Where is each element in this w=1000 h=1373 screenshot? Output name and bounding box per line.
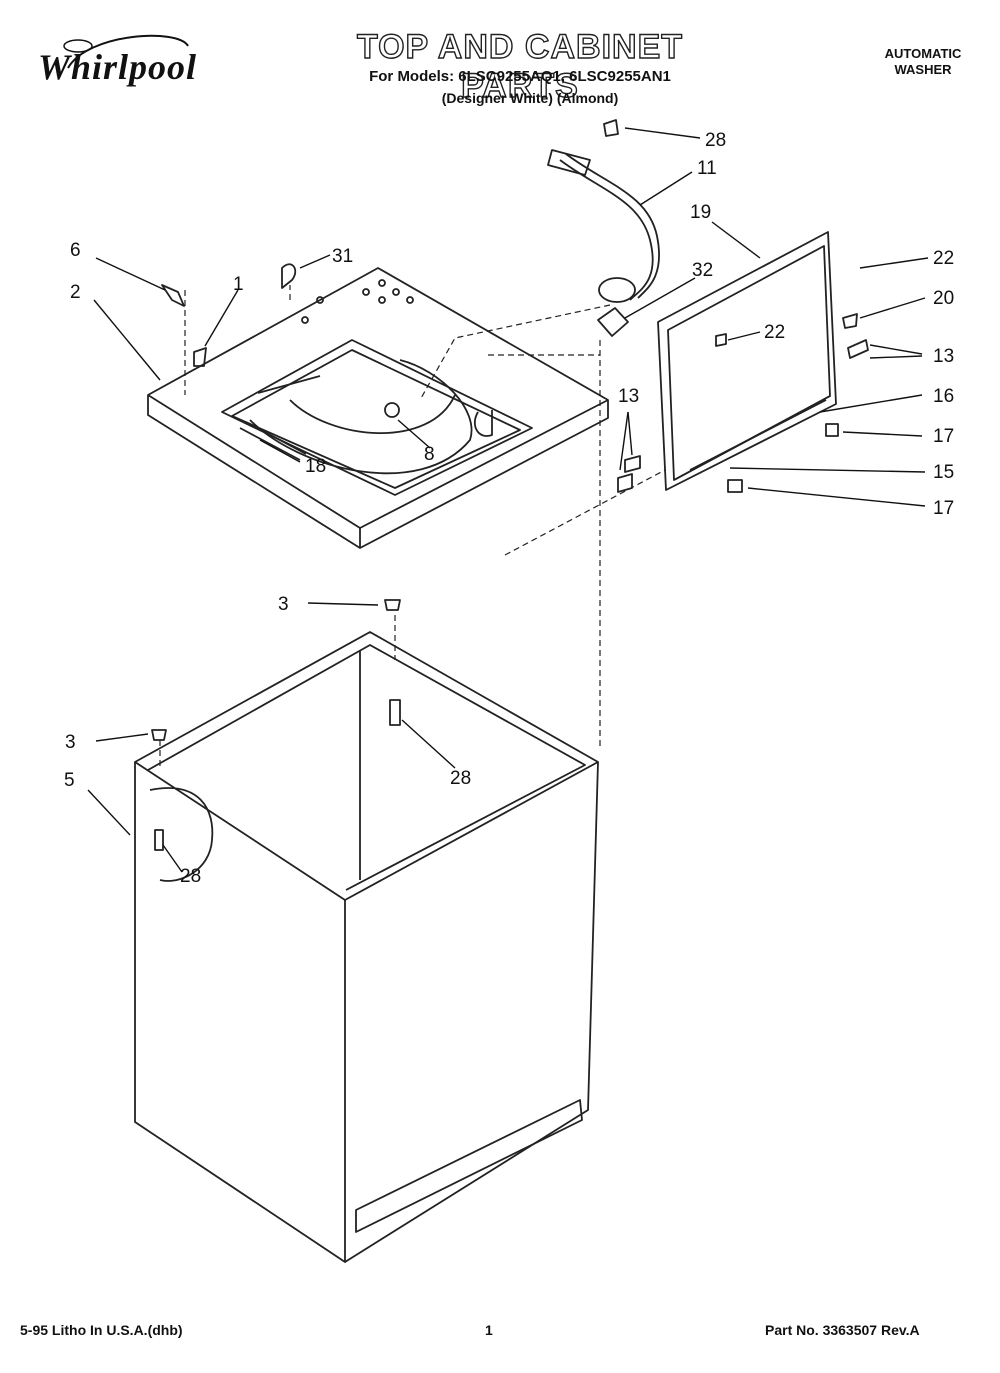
logo-swoosh-icon [63,34,189,69]
appliance-type: AUTOMATIC WASHER [858,46,988,78]
washer-cabinet [134,631,599,1263]
callout-18: 18 [305,456,326,477]
appliance-type-line1: AUTOMATIC [884,46,962,61]
callout-28-top: 28 [705,130,726,151]
callout-8: 8 [424,444,435,465]
color-variants: (Designer White) (Almond) [441,90,619,106]
callout-17-lower: 17 [933,498,954,519]
appliance-type-line2: WASHER [894,62,952,77]
callout-20: 20 [933,288,954,309]
callout-28-bottom: 28 [180,866,201,887]
callout-6: 6 [70,240,81,261]
callout-17-upper: 17 [933,426,954,447]
footer-page-number: 1 [485,1322,493,1338]
page-title: TOP AND CABINET PARTS [356,27,684,105]
leader-arrows [87,127,929,873]
small-parts [151,119,869,851]
callout-13-left: 13 [618,386,639,407]
alignment-lines [159,285,666,770]
callout-32: 32 [692,260,713,281]
water-inlet-hose [547,149,660,337]
model-numbers: For Models: 6LSC9255AQ1, 6LSC9255AN1 [369,68,671,85]
whirlpool-logo: Whirlpool [28,28,228,98]
callout-16: 16 [933,386,954,407]
footer-print-info: 5-95 Litho In U.S.A.(dhb) [20,1322,183,1338]
callout-19: 19 [690,202,711,223]
callout-22-inner: 22 [764,322,785,343]
callout-11: 11 [697,158,717,179]
brand-name: Whirlpool [38,47,198,87]
lid-assembly [657,231,837,491]
callout-2: 2 [70,282,81,303]
washer-top-panel [147,267,609,549]
callout-22-right: 22 [933,248,954,269]
callout-1: 1 [233,274,244,295]
callout-3-lower: 3 [65,732,76,753]
callout-3-upper: 3 [278,594,289,615]
callout-labels: 28 11 19 22 20 22 13 16 17 15 17 13 6 31… [64,130,954,887]
callout-31: 31 [332,246,353,267]
callout-13-right: 13 [933,346,954,367]
callout-28-mid: 28 [450,768,471,789]
footer-part-number: Part No. 3363507 Rev.A [765,1322,920,1338]
callout-15: 15 [933,462,954,483]
callout-5: 5 [64,770,75,791]
